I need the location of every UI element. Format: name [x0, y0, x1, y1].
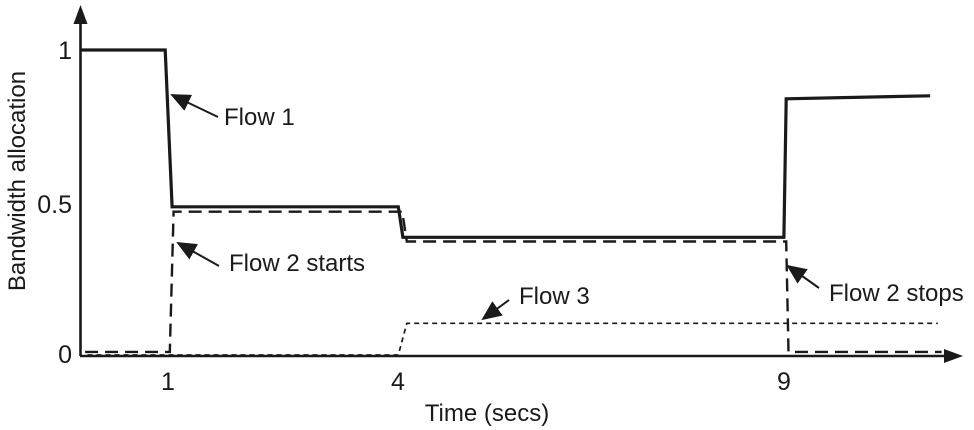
y-tick-labels: 1 0.5 0 — [37, 37, 72, 369]
x-axis-title: Time (secs) — [425, 400, 549, 427]
flow3-arrow-icon — [481, 299, 510, 321]
y-tick-label-0-5: 0.5 — [37, 191, 72, 219]
x-tick-labels: 1 4 9 — [161, 368, 791, 396]
series-line-flow-3 — [87, 322, 938, 356]
flow2-stops-arrow-icon — [786, 264, 820, 289]
series-line-flow-1 — [79, 48, 931, 239]
y-tick-label-0: 0 — [58, 341, 72, 369]
flow2-starts-annotation-label: Flow 2 starts — [229, 250, 365, 277]
flow1-annotation-label: Flow 1 — [224, 104, 295, 131]
y-axis-arrow-icon — [73, 5, 88, 24]
x-axis-arrow-icon — [944, 349, 963, 363]
axes — [73, 5, 963, 363]
flow2-starts-arrow-icon — [176, 242, 220, 267]
annotations: Flow 1 Flow 2 starts Flow 3 Flow 2 stops — [170, 94, 964, 321]
series-lines — [79, 48, 942, 356]
x-tick-label-9: 9 — [777, 368, 791, 396]
y-tick-label-1: 1 — [58, 37, 72, 65]
y-axis-title: Bandwidth allocation — [4, 71, 31, 291]
series-line-flow-2 — [85, 210, 942, 354]
flow3-annotation-label: Flow 3 — [519, 283, 590, 310]
flow1-arrow-icon — [170, 94, 219, 118]
x-tick-label-1: 1 — [161, 368, 175, 396]
x-tick-label-4: 4 — [391, 368, 405, 396]
flow2-stops-annotation-label: Flow 2 stops — [829, 280, 964, 307]
